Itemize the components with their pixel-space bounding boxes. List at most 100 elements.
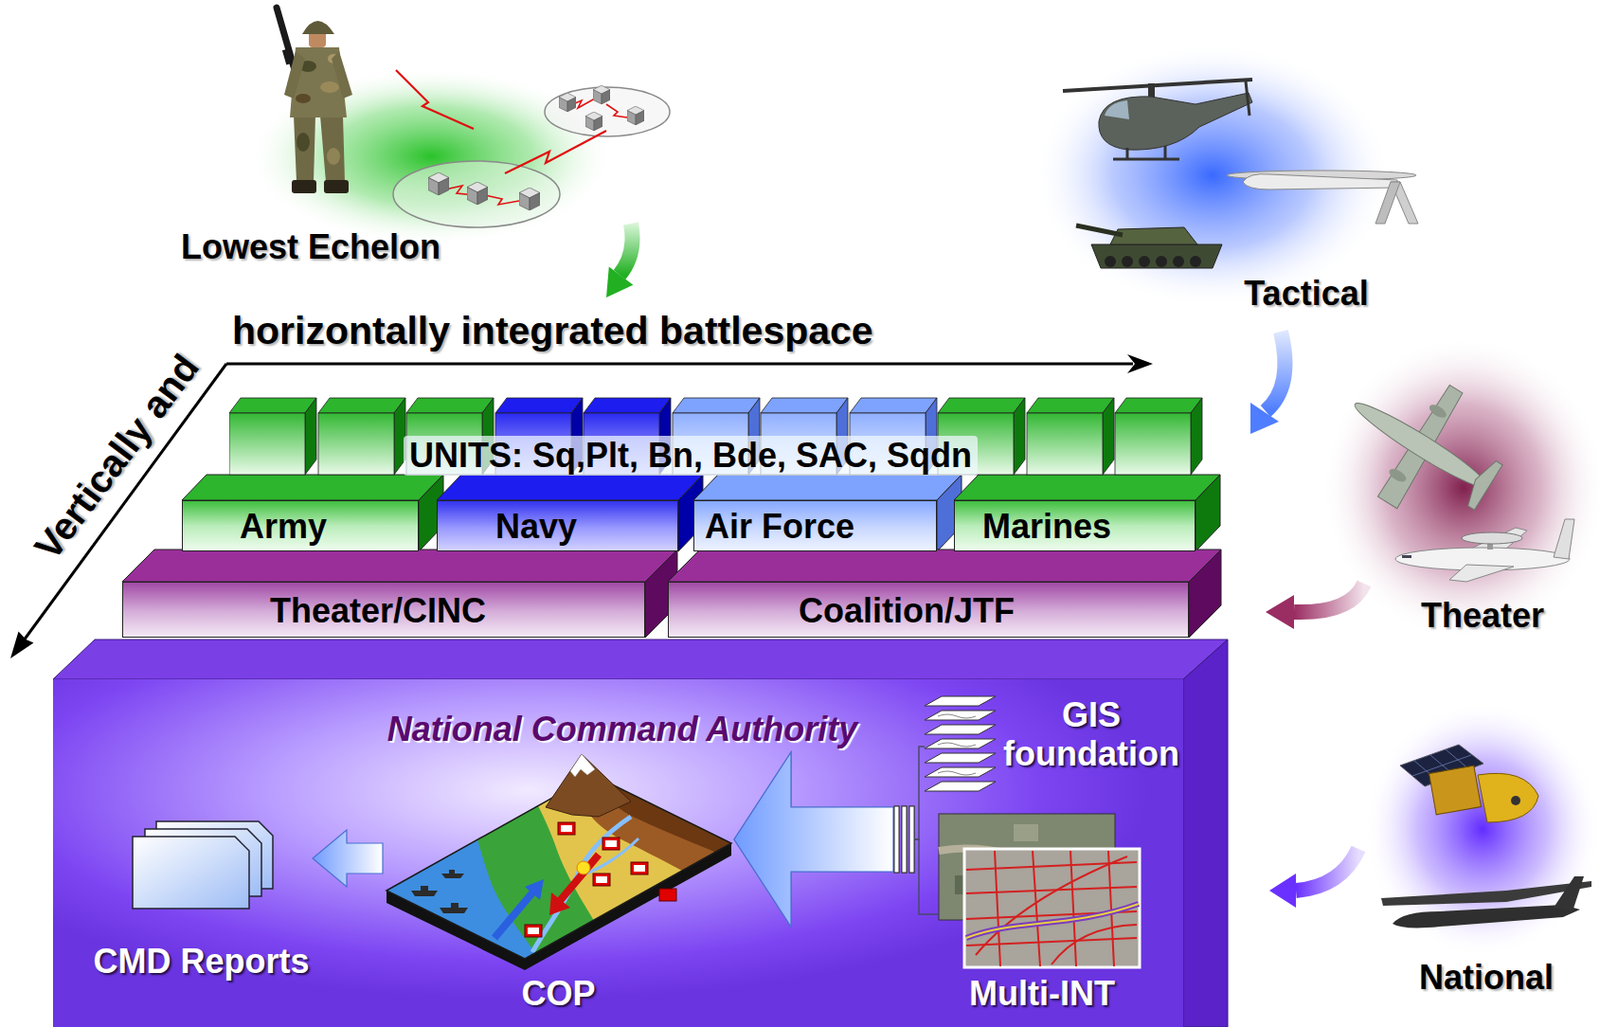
uav-part [1375, 181, 1401, 224]
patrol-aircraft-part [1386, 466, 1408, 485]
cop-map-part-part [532, 816, 631, 953]
satellite-part [1429, 765, 1482, 815]
service-name: Air Force [704, 506, 855, 546]
fusion-arrow [734, 752, 938, 927]
unit-boxes-part-part [1114, 397, 1203, 414]
network-clusters-part [519, 187, 540, 211]
base-faces-part [1183, 639, 1228, 1027]
unit-boxes-part-part [318, 397, 406, 414]
network-clusters-part-part [606, 104, 628, 118]
command-row-faces-part [667, 549, 1222, 582]
unit-boxes-part-part [1013, 397, 1025, 475]
unit-boxes-part-part [318, 413, 395, 475]
helicopter [1062, 79, 1253, 160]
cop-map-part [382, 748, 735, 971]
imagery-stack-part-part [1070, 850, 1077, 967]
unit-boxes-part-part [1190, 397, 1203, 475]
gis-layers-part-part [937, 771, 976, 775]
cop-map-part-part [382, 748, 735, 971]
soldier-figure-part [320, 115, 345, 182]
satellite-part [1510, 795, 1521, 806]
cop-map-part-part [527, 927, 540, 935]
command-box: Coalition/JTF [667, 581, 1189, 638]
network-clusters-part [393, 161, 560, 228]
feed-arrows-part [1295, 848, 1359, 891]
fusion-arrow [734, 752, 894, 927]
battlespace-arrows-part [10, 630, 35, 659]
cop-label: COP [521, 973, 595, 1013]
service-box: Air Force [693, 500, 937, 552]
service-row-faces-part [181, 474, 444, 501]
soldier-figure-part [296, 132, 310, 152]
cop-map-part-part [595, 876, 608, 883]
imagery-stack-part [966, 850, 1137, 967]
u2-aircraft-part [1553, 876, 1584, 912]
unit-boxes-part-part [1026, 397, 1115, 414]
soldier-figure-part [282, 48, 293, 65]
awacs-aircraft-part [1553, 519, 1575, 559]
helicopter-part [1098, 92, 1253, 150]
network-clusters-part [428, 172, 450, 196]
network-clusters-part [558, 92, 576, 112]
cop-map-part-part [449, 748, 735, 971]
flow-arrow [312, 829, 383, 887]
bracket-line [915, 746, 925, 840]
gis-layers-part-part [924, 724, 996, 735]
cop-map-part [411, 869, 468, 914]
cop-map-part-part [557, 822, 576, 835]
soldier-figure-part [320, 81, 340, 93]
awacs-aircraft-part [1402, 555, 1412, 558]
network-clusters-part [445, 98, 628, 205]
service-name: Army [239, 506, 327, 546]
command-name: Theater/CINC [269, 591, 486, 630]
unit-boxes-part-part [1114, 413, 1191, 475]
unit-boxes-part-part [229, 397, 317, 414]
gis-layers-part-part [924, 696, 996, 706]
report-pages-part-part [132, 836, 250, 909]
soldier-figure [276, 7, 353, 194]
soldier-figure-part [293, 115, 316, 182]
cop-map-part-part [560, 825, 573, 832]
unit-boxes-part-part [1102, 397, 1115, 475]
patrol-aircraft-part [1427, 401, 1449, 420]
radio-links-part [504, 130, 607, 174]
flow-arrow [312, 829, 383, 887]
imagery-stack [937, 812, 1142, 970]
helicopter-part [1062, 79, 1253, 91]
command-box: Theater/CINC [122, 581, 646, 638]
cop-map-part-part [593, 873, 611, 886]
service-name: Marines [982, 506, 1112, 546]
service-row-faces-part [693, 474, 962, 501]
service-name: Navy [495, 506, 577, 546]
base-faces [53, 639, 1228, 1027]
uav [1226, 170, 1419, 224]
imagery-stack-part [964, 848, 1140, 968]
unit-boxes-part-part [495, 397, 583, 414]
tank-part-part [1189, 255, 1202, 268]
imagery-stack-part [1013, 824, 1039, 842]
gis-layers-part [924, 696, 996, 792]
helicopter-part [1126, 147, 1130, 160]
command-row-faces [122, 549, 1222, 638]
multiint-label: Multi-INT [969, 973, 1115, 1013]
units-band: UNITS: Sq,Plt, Bn, Bde, SAC, Sqdn [229, 395, 1205, 477]
tank-part [1076, 225, 1123, 235]
nca-base: National Command Authority CMD Reports [53, 679, 1184, 1027]
unit-boxes-part-part [760, 397, 848, 414]
soldier-figure-part [302, 20, 335, 35]
gis-layers-part-part [924, 753, 996, 763]
unit-boxes-part-part [406, 397, 494, 414]
gis-layers-part-part [924, 738, 996, 749]
unit-boxes-part-part [583, 397, 671, 414]
u2-aircraft-part [1392, 904, 1581, 928]
service-box: Navy [436, 500, 679, 552]
cop-map-part [545, 754, 631, 817]
soldier-figure-part [291, 179, 317, 194]
cop-map-part [524, 879, 544, 900]
gis-layers-part-part [937, 742, 976, 747]
unit-boxes-part-part [672, 397, 760, 414]
cop-map-part [527, 825, 646, 935]
feed-arrows-part [1250, 402, 1279, 434]
gis-layers-part-part [924, 781, 996, 792]
soldier-figure-part [326, 147, 341, 165]
